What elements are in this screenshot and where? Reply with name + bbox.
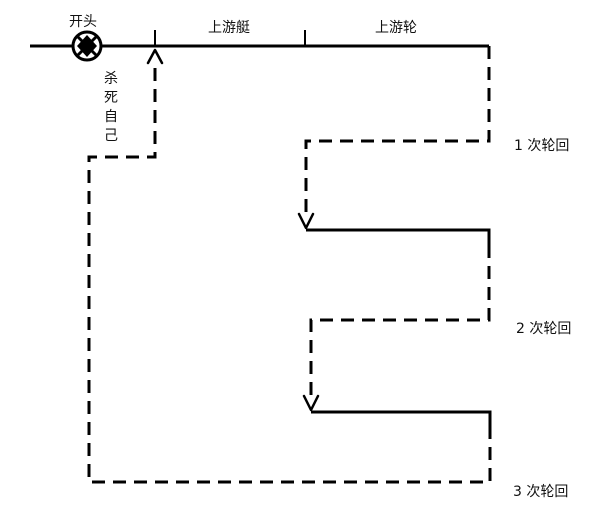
label-kill-self-1: 杀 [104,71,118,87]
arrow-up-icon [146,48,164,65]
cycle-2-path [309,245,491,402]
label-upstream-boat: 上游艇 [208,20,250,36]
label-start: 开头 [69,14,97,30]
label-kill-self-4: 己 [104,128,118,144]
circled-x-icon [71,30,103,62]
label-cycle-1: 1 次轮回 [514,138,569,154]
arrow-down-icon [302,394,320,412]
cycle-3-path [87,62,492,484]
segment-after-cycle-2 [311,410,492,426]
segment-after-cycle-1 [306,228,491,245]
label-cycle-3: 3 次轮回 [513,484,568,500]
arrow-down-icon [297,212,315,230]
label-kill-self-3: 自 [104,109,118,125]
cycle-1-path [304,46,491,220]
label-cycle-2: 2 次轮回 [516,321,571,337]
label-upstream-wheel: 上游轮 [375,20,417,36]
label-kill-self-2: 死 [104,90,118,106]
